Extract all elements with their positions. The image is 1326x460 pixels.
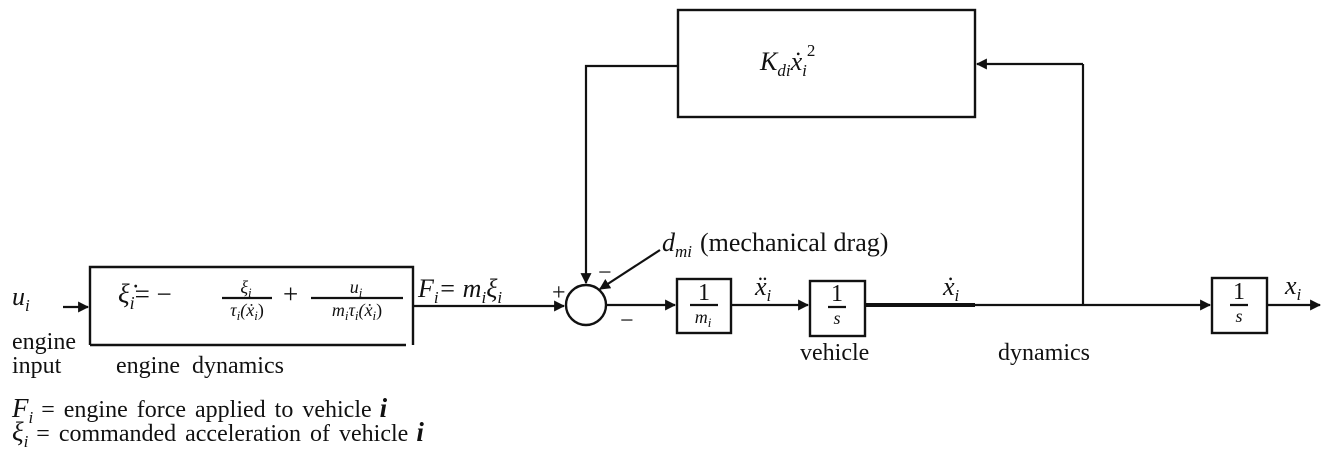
engine-word-label: engine — [12, 329, 76, 355]
velocity-label: ẋi — [942, 272, 960, 305]
svg-text:τi(ẋi): τi(ẋi) — [230, 300, 264, 323]
integrator-2-denominator: s — [1235, 306, 1242, 326]
input-word-label: input — [12, 353, 62, 379]
mass-block-denominator: mi — [695, 307, 712, 330]
force-signal-label: Fi= miξi — [417, 274, 502, 307]
mechanical-drag-label: dmi(mechanical drag) — [662, 228, 888, 261]
integrator-block-1 — [808, 279, 867, 338]
dynamics-label: dynamics — [998, 340, 1090, 366]
drag-block-to-summer — [580, 64, 678, 285]
mass-block-numerator: 1 — [698, 280, 710, 306]
engine-dynamics-label: engine dynamics — [116, 353, 284, 379]
svg-text:ui: ui — [350, 277, 363, 300]
svg-text:ξ̇i= −: ξ̇i= − — [118, 279, 172, 313]
summing-junction — [564, 283, 608, 327]
svg-text:miτi(ẋi): miτi(ẋi) — [332, 300, 382, 323]
drag-feedback-expression: Kdiẋi2 — [759, 41, 815, 80]
minus-sign-top: − — [598, 260, 612, 286]
mechanical-drag-pointer — [599, 249, 661, 290]
plus-sign: + — [552, 280, 566, 306]
drag-feedback-block — [676, 8, 977, 119]
position-label: xi — [1284, 271, 1302, 304]
engine-equation: ξ̇i= − ξi τi(ẋi) + ui miτi(ẋi) — [118, 277, 403, 323]
integrator-1-numerator: 1 — [831, 281, 843, 307]
vehicle-label: vehicle — [800, 340, 869, 366]
svg-text:ξi: ξi — [240, 277, 252, 300]
integrator-2-numerator: 1 — [1233, 279, 1245, 305]
integrator-1-denominator: s — [833, 308, 840, 328]
acceleration-label: ẍi — [754, 272, 772, 305]
input-signal-label: ui — [12, 282, 30, 315]
minus-sign-right: − — [620, 308, 634, 334]
svg-text:+: + — [283, 279, 298, 309]
